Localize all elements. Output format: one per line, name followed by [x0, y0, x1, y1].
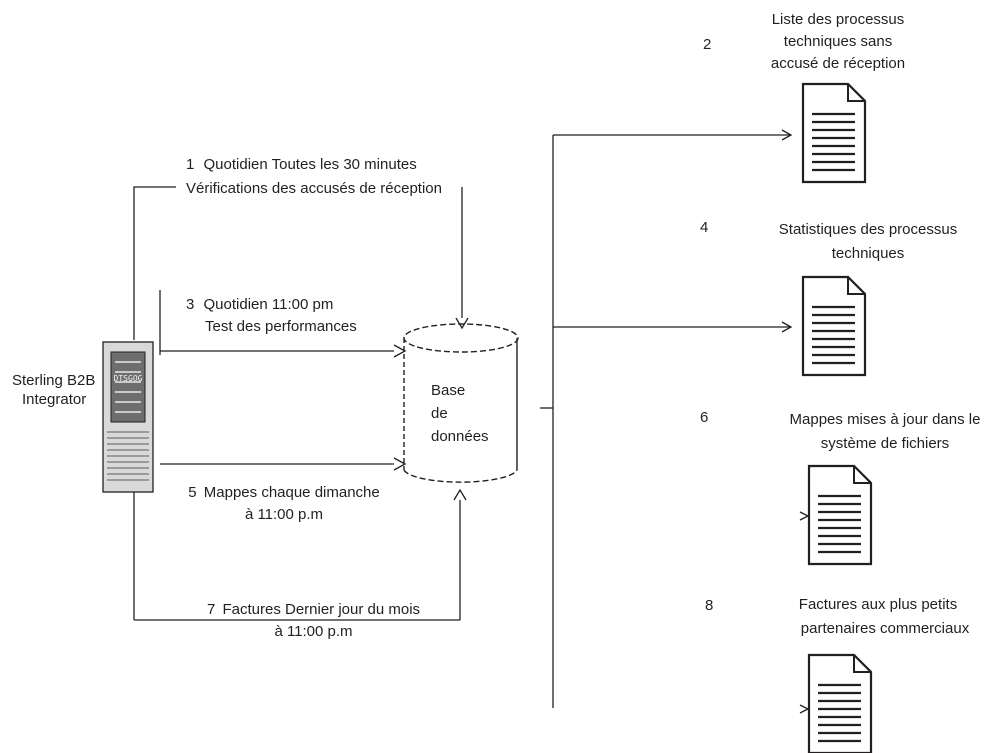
job-1-label: 1 Quotidien Toutes les 30 minutes Vérifi… — [186, 153, 442, 201]
job-3-line1: Quotidien 11:00 pm — [203, 296, 334, 313]
output-2-label: Liste des processus techniques sans accu… — [748, 9, 928, 75]
job-5-line1: Mappes chaque dimanche — [203, 484, 380, 501]
output-6-line1: Mappes mises à jour dans le — [789, 411, 981, 428]
job-3-line2: Test des performances — [205, 318, 357, 335]
output-6-number: 6 — [700, 409, 709, 426]
database-label: Base de données — [431, 379, 489, 448]
database-label-line2: de — [431, 405, 448, 422]
job-3-number: 3 — [186, 296, 195, 313]
output-trunk-lines — [540, 134, 790, 708]
database-label-line1: Base — [431, 382, 466, 399]
output-8-label: Factures aux plus petits partenaires com… — [772, 593, 984, 641]
output-2-number: 2 — [703, 36, 712, 53]
job-5-label: 5 Mappes chaque dimanche à 11:00 p.m — [186, 482, 382, 526]
server-label: Sterling B2B Integrator — [12, 371, 95, 409]
output-2-line2: techniques sans — [783, 33, 893, 50]
database-cylinder — [403, 323, 519, 483]
output-4-number: 4 — [700, 219, 709, 236]
document-icon-4 — [801, 275, 867, 377]
output-6-label: Mappes mises à jour dans le système de f… — [772, 408, 998, 456]
database-arrowheads — [393, 317, 469, 501]
job-1-line2: Vérifications des accusés de réception — [186, 180, 442, 197]
output-6-line2: système de fichiers — [820, 435, 950, 452]
job-7-line2: à 11:00 p.m — [274, 623, 353, 640]
server-label-line2: Integrator — [22, 391, 87, 408]
server-connector-lines — [133, 186, 460, 621]
job-3-label: 3 Quotidien 11:00 pm Test des performanc… — [186, 294, 357, 338]
job-7-number: 7 — [206, 601, 216, 618]
server-tower-icon — [102, 341, 154, 493]
job-7-label: 7 Factures Dernier jour du mois à 11:00 … — [186, 599, 441, 643]
server-label-line1: Sterling B2B — [12, 372, 96, 389]
job-5-line2: à 11:00 p.m — [244, 506, 324, 523]
output-8-line1: Factures aux plus petits — [798, 596, 958, 613]
job-1-line1: Quotidien Toutes les 30 minutes — [203, 156, 417, 173]
output-2-line3: accusé de réception — [770, 55, 906, 72]
job-5-number: 5 — [188, 484, 197, 501]
output-4-label: Statistiques des processus techniques — [758, 218, 978, 266]
output-8-line2: partenaires commerciaux — [800, 620, 970, 637]
document-icon-6 — [807, 464, 873, 566]
output-2-line1: Liste des processus — [771, 11, 905, 28]
output-4-line1: Statistiques des processus — [778, 221, 958, 238]
output-4-line2: techniques — [831, 245, 905, 262]
document-icon-2 — [801, 82, 867, 184]
output-8-number: 8 — [705, 597, 714, 614]
document-icon-8 — [807, 653, 873, 753]
database-label-line3: données — [431, 428, 489, 445]
job-1-number: 1 — [186, 156, 195, 173]
job-7-line1: Factures Dernier jour du mois — [222, 601, 421, 618]
server-screen-text: DTSGOG — [113, 374, 143, 383]
